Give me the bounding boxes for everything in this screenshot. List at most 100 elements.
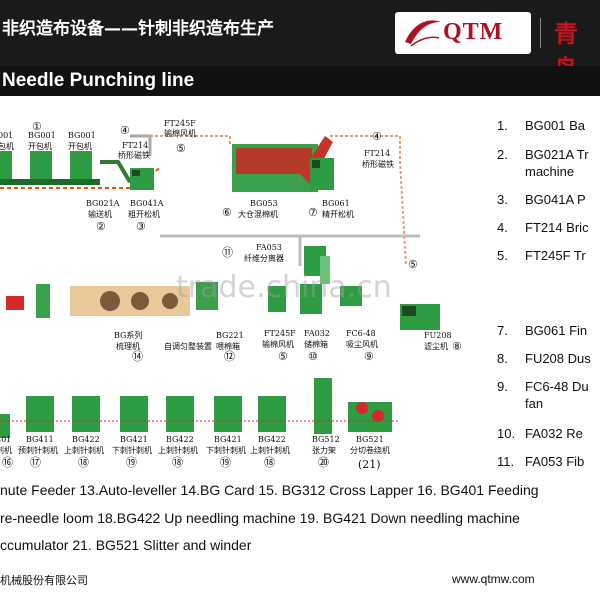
machine-code: FC6-48 <box>346 329 376 338</box>
machine-name-cn: 大仓混棉机 <box>238 209 278 219</box>
logo-swoosh-icon <box>405 20 441 47</box>
legend-item-cont: machine <box>525 164 575 179</box>
diagram-number: ③ <box>136 220 146 233</box>
machine-code: BG001 <box>28 131 56 140</box>
diagram-number: ④ <box>372 130 382 143</box>
diagram-number: ⑨ <box>364 350 374 363</box>
machine-code: BG221 <box>216 331 244 340</box>
machine-code: BG053 <box>250 199 278 208</box>
machine-code: FT245F <box>164 119 196 128</box>
machine-code: BG421 <box>214 435 242 444</box>
bottom-machine: BG512 张力架 ⑳ <box>312 435 340 469</box>
machine-name-cn: 粗开松机 <box>128 209 160 219</box>
machine-name-cn: 桥形磁铁 <box>118 150 150 160</box>
bottom-machine: 401 刺机 ⑯ <box>0 435 13 469</box>
diagram-number: ② <box>96 220 106 233</box>
machine-name-cn: 上刺针刺机 <box>250 445 290 455</box>
machine-name-cn: 梳理机 <box>116 341 140 351</box>
machine-name-cn: 预刺针刺机 <box>18 445 58 455</box>
diagram-number: ⑫ <box>224 350 235 363</box>
diagram-number: ⑲ <box>220 456 231 469</box>
machine-code: FA053 <box>256 243 282 252</box>
diagram-number: ⑦ <box>308 206 318 219</box>
machine-name-cn: 吸尘风机 <box>346 339 378 349</box>
bottom-machine: BG521 分切卷绕机 (21) <box>350 435 390 471</box>
machine-name-cn: 开包机 <box>68 141 92 151</box>
diagram-number: ⑯ <box>2 456 13 469</box>
header-bar: 非织造布设备——针刺非织造布生产 QTM 青岛 <box>0 0 600 83</box>
diagram-number: ⑱ <box>264 456 275 469</box>
diagram-number: ⑱ <box>78 456 89 469</box>
machine-code: FT214 <box>122 141 148 150</box>
machine-name-cn: 自调匀整装置 <box>164 341 212 351</box>
bottom-machine: BG422 上刺针刺机 ⑱ <box>64 435 104 469</box>
diagram-number: ⑧ <box>452 340 462 353</box>
production-line-diagram: ① ② ③ ④ ⑤ ⑥ ⑦ ④ ⑤ ⑧ ⑨ ⑩ ⑪ ⑤ ⑫ ⑭ 001 包机 B… <box>0 119 462 471</box>
description-line: ccumulator 21. BG521 Slitter and winder <box>0 537 252 553</box>
machine-name-cn: 下刺针刺机 <box>112 445 152 455</box>
bottom-machine: BG422 上刺针刺机 ⑱ <box>158 435 198 469</box>
footer-website-link[interactable]: www.qtmw.com <box>452 572 535 586</box>
logo-divider <box>540 18 541 48</box>
machine-name-cn: 上刺针刺机 <box>64 445 104 455</box>
machine-code: FA032 <box>304 329 330 338</box>
description-line: nute Feeder 13.Auto-leveller 14.BG Card … <box>0 482 539 498</box>
machine-code: BG512 <box>312 435 340 444</box>
machine-name-cn: 输送机 <box>88 209 112 219</box>
machine-name-cn: 包机 <box>0 141 14 151</box>
machine-code: FT214 <box>364 149 390 158</box>
page-subtitle: Needle Punching line <box>2 70 195 91</box>
watermark: trade.china.cn <box>176 270 392 305</box>
machine-name-cn: 开包机 <box>28 141 52 151</box>
machine-code: 401 <box>0 435 11 444</box>
machine-code: BG系列 <box>114 330 142 340</box>
machine-code: BG041A <box>130 199 164 208</box>
diagram-number: ⑱ <box>172 456 183 469</box>
description-line: re-needle loom 18.BG422 Up needling mach… <box>0 510 520 526</box>
machine-name-cn: 纤维分离器 <box>244 253 284 263</box>
diagram-number: ⑳ <box>318 456 329 469</box>
machine-code: BG411 <box>26 435 54 444</box>
machine-code: BG422 <box>72 435 100 444</box>
legend-item: 10.FA032 Re <box>497 426 583 441</box>
legend-item: 9.FC6-48 Du <box>497 379 589 394</box>
diagram-number: ⑤ <box>408 258 418 271</box>
diagram-number: ⑪ <box>222 246 233 259</box>
machine-name-cn: 上刺针刺机 <box>158 445 198 455</box>
machine-code: BG421 <box>120 435 148 444</box>
machine-code: BG422 <box>166 435 194 444</box>
machine-name-cn: 张力架 <box>312 445 336 455</box>
diagram-number: ⑰ <box>30 456 41 469</box>
legend-item: 2.BG021A Tr <box>497 147 589 162</box>
machine-name-cn: 储棉箱 <box>304 339 328 349</box>
bottom-machine: BG422 上刺针刺机 ⑱ <box>250 435 290 469</box>
bottom-machine: BG421 下刺针刺机 ⑲ <box>112 435 152 469</box>
machine-code: 001 <box>0 131 13 140</box>
bottom-machine: BG411 预刺针刺机 ⑰ <box>18 435 58 469</box>
machine-code: BG521 <box>356 435 384 444</box>
machine-name-cn: 刺机 <box>0 445 12 455</box>
machine-name-cn: 桥形磁铁 <box>362 159 394 169</box>
machine-name-cn: 精开松机 <box>322 209 354 219</box>
machine-name-cn: 下刺针刺机 <box>206 445 246 455</box>
legend-item: 11.FA053 Fib <box>497 454 585 469</box>
diagram-number: (21) <box>358 458 381 471</box>
legend-item-cont: fan <box>525 396 544 411</box>
diagram-number: ⑭ <box>132 350 143 363</box>
machine-code: BG001 <box>68 131 96 140</box>
diagram-number: ① <box>32 120 42 133</box>
legend-item: 4.FT214 Bric <box>497 220 589 235</box>
machine-code: BG021A <box>86 199 120 208</box>
legend-item: 3.BG041A P <box>497 192 586 207</box>
subtitle-bar: Needle Punching line <box>0 66 600 96</box>
machine-name-cn: 输棉风机 <box>262 339 294 349</box>
legend-item: 1.BG001 Ba <box>497 118 585 133</box>
diagram-number: ⑤ <box>278 350 288 363</box>
machine-code: FT245F <box>264 329 296 338</box>
diagram-number: ④ <box>120 124 130 137</box>
qtm-logo: QTM <box>395 12 531 54</box>
machine-name-cn: 滤尘机 <box>424 341 448 351</box>
diagram-number: ⑩ <box>308 350 318 363</box>
bottom-machine: BG421 下刺针刺机 ⑲ <box>206 435 246 469</box>
diagram-number: ⑤ <box>176 142 186 155</box>
